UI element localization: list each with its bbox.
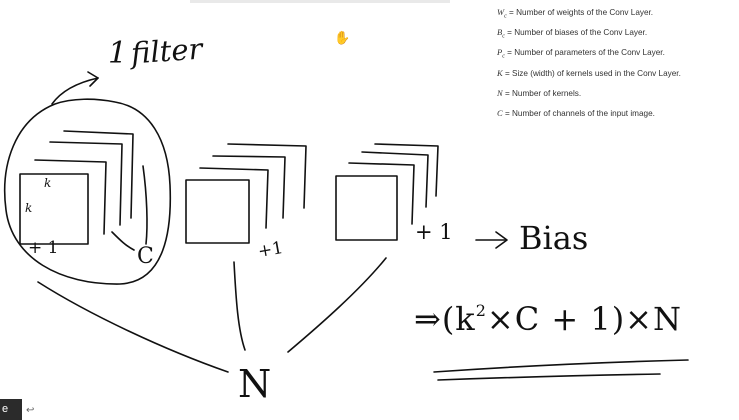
channels-c-label: C xyxy=(137,244,154,269)
plus-one-label-2: +1 xyxy=(256,237,285,263)
filter2-front xyxy=(185,179,250,244)
filter2-back1 xyxy=(199,167,269,229)
filter3-front xyxy=(335,175,398,241)
converge-middle xyxy=(233,261,246,351)
arrow-to-filter xyxy=(51,77,99,105)
arrowhead-filter xyxy=(87,71,99,87)
legend-symbol: Pc xyxy=(497,47,505,61)
player-badge[interactable]: e xyxy=(0,399,22,420)
filter1-back2 xyxy=(49,141,123,226)
bias-label: Bias xyxy=(519,219,589,257)
channel-link xyxy=(111,231,135,251)
legend-symbol: Bc xyxy=(497,27,505,40)
legend-symbol: K xyxy=(497,67,503,78)
legend-row-kernel-size: K = Size (width) of kernels used in the … xyxy=(497,66,737,86)
param-formula: ⇒(k2×C + 1)×N xyxy=(414,300,682,338)
converge-right xyxy=(287,257,387,353)
legend-symbol: N xyxy=(497,87,503,98)
filter3-back2 xyxy=(361,151,429,208)
legend-text: = Size (width) of kernels used in the Co… xyxy=(504,68,681,78)
legend-row-weights: Wc = Number of weights of the Conv Layer… xyxy=(497,5,737,25)
legend-text: = Number of biases of the Conv Layer. xyxy=(507,28,648,38)
legend-row-biases: Bc = Number of biases of the Conv Layer. xyxy=(497,25,737,45)
legend-text: = Number of channels of the input image. xyxy=(504,108,655,118)
filter2-back2 xyxy=(212,155,286,219)
legend-symbol: C xyxy=(497,107,503,118)
plus-one-label-3: + 1 xyxy=(415,220,453,244)
channel-stroke xyxy=(142,165,148,245)
filter1-back1 xyxy=(34,159,107,235)
legend-text: = Number of kernels. xyxy=(504,88,582,98)
legend-symbol: Wc xyxy=(497,7,507,20)
hand-cursor-icon: ✋ xyxy=(334,30,351,45)
filter2-back3 xyxy=(227,143,307,209)
top-progress-strip xyxy=(190,0,450,3)
legend-text: = Number of parameters of the Conv Layer… xyxy=(507,48,665,58)
filter-circle xyxy=(3,98,172,285)
formula-underline-1 xyxy=(433,359,689,373)
filter1-front xyxy=(19,173,89,245)
filter1-back3 xyxy=(63,130,134,219)
one-filter-number: 1 xyxy=(108,36,128,71)
kernel-k-label-2: k xyxy=(25,201,33,215)
formula-rest: ×C + 1)×N xyxy=(486,300,682,338)
legend-row-kernels: N = Number of kernels. xyxy=(497,86,737,106)
legend: Wc = Number of weights of the Conv Layer… xyxy=(497,5,737,126)
legend-row-channels: C = Number of channels of the input imag… xyxy=(497,106,737,126)
legend-text: = Number of weights of the Conv Layer. xyxy=(509,8,654,17)
one-filter-label: filter xyxy=(129,31,204,71)
n-label: N xyxy=(238,362,272,406)
legend-row-parameters: Pc = Number of parameters of the Conv La… xyxy=(497,45,737,65)
formula-exponent: 2 xyxy=(475,301,487,320)
return-icon[interactable]: ↩ xyxy=(26,405,35,416)
arrowhead-bias xyxy=(495,231,508,249)
kernel-k-label: k xyxy=(44,176,52,190)
filter3-back3 xyxy=(374,143,439,197)
formula-underline-2 xyxy=(437,373,661,381)
converge-left xyxy=(37,281,229,373)
plus-one-label-1: + 1 xyxy=(28,238,59,258)
filter3-back1 xyxy=(348,162,415,225)
formula-prefix: ⇒(k xyxy=(414,300,476,338)
